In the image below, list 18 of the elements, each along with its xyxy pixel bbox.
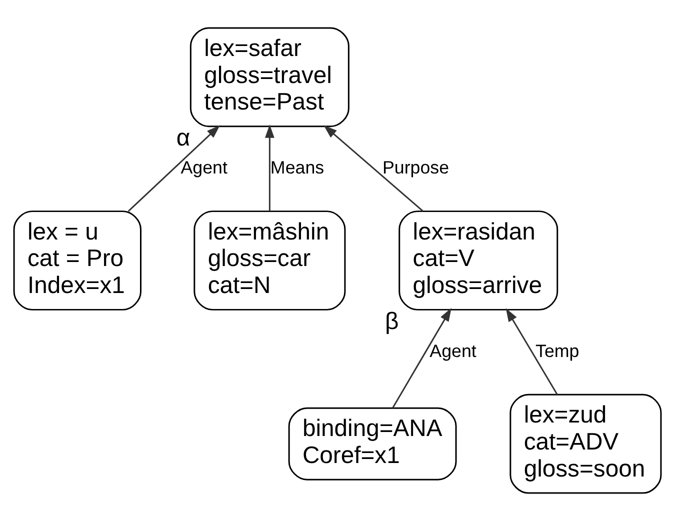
node-box: lex=zud cat=ADV gloss=soon bbox=[510, 394, 662, 494]
edge-label: Agent bbox=[430, 340, 476, 361]
node-label: β bbox=[385, 308, 399, 335]
edge-label: Purpose bbox=[382, 157, 450, 178]
node-box: binding=ANA Coref=x1 bbox=[288, 407, 457, 480]
arrow bbox=[506, 308, 558, 395]
node-box: lex=mâshin gloss=car cat=N bbox=[194, 210, 346, 310]
node-box: lex = u cat = Pro Index=x1 bbox=[13, 210, 142, 310]
arrow bbox=[264, 124, 274, 212]
node-box: lex=safar gloss=travel tense=Past bbox=[190, 27, 350, 128]
edge-label: Temp bbox=[536, 340, 580, 361]
edge-label: Agent bbox=[180, 157, 228, 178]
node-box: lex=rasidan cat=V gloss=arrive bbox=[398, 210, 558, 310]
node-label: α bbox=[176, 124, 190, 152]
arrow bbox=[324, 125, 424, 212]
arrow bbox=[392, 308, 452, 408]
edge-label: Means bbox=[270, 157, 324, 178]
arrow bbox=[128, 125, 220, 212]
